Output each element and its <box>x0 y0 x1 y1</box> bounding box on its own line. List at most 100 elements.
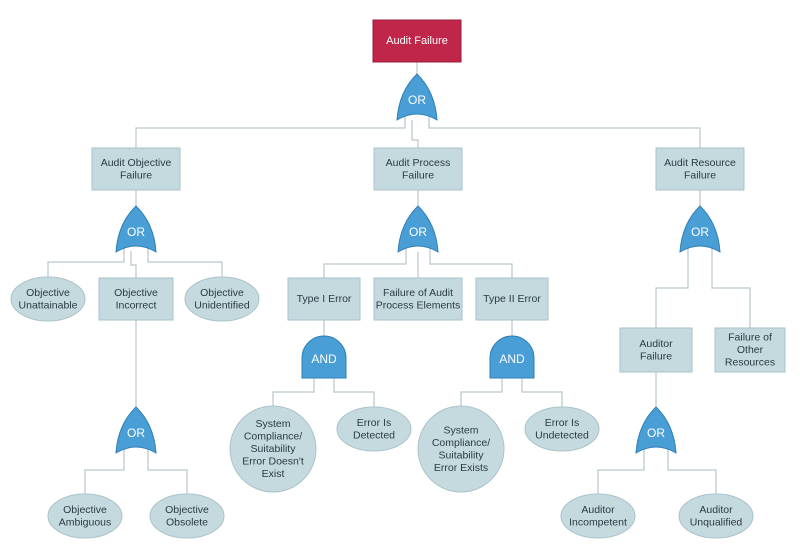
objective-incorrect-label-line: Incorrect <box>116 299 157 311</box>
connector-gate-and-type-ii-to-error-is-undetected <box>521 378 563 407</box>
type-ii-error-node[interactable]: Type II Error <box>475 277 549 321</box>
gate-or-incorrect-gate[interactable]: OR <box>115 406 157 454</box>
failure-other-resources-label-line: Resources <box>725 357 775 369</box>
gate-or-process-label: OR <box>409 225 427 239</box>
type-ii-error-shape <box>475 277 549 321</box>
audit-process-failure-label-line: Failure <box>402 169 434 181</box>
error-is-undetected-shape <box>524 406 600 452</box>
connector-gate-or-auditor-to-auditor-unqualified <box>667 449 717 494</box>
gate-and-type-i-gate[interactable]: AND <box>301 335 347 379</box>
gate-or-objective-gate[interactable]: OR <box>115 205 157 253</box>
audit-objective-failure-shape <box>91 147 181 191</box>
type-i-error-label-line: Type I Error <box>297 293 352 305</box>
failure-audit-process-elements-label-line: Failure of Audit <box>383 287 453 299</box>
gate-or-top-gate[interactable]: OR <box>396 73 438 121</box>
auditor-failure-label-line: Failure <box>640 350 672 362</box>
gate-or-auditor-gate[interactable]: OR <box>635 406 677 454</box>
audit-process-failure-label-line: Audit Process <box>386 157 451 169</box>
system-compliance-exists-label-line: Compliance/ <box>432 437 490 449</box>
objective-unattainable-label-line: Objective <box>26 287 70 299</box>
objective-ambiguous-label-line: Objective <box>63 504 107 516</box>
objective-incorrect-shape <box>98 277 174 321</box>
audit-process-failure-shape <box>373 147 463 191</box>
type-ii-error-label: Type II Error <box>483 293 541 305</box>
connector-gate-or-process-to-type-i-error <box>323 248 407 278</box>
failure-audit-process-elements-label-line: Process Elements <box>376 299 461 311</box>
objective-unidentified-label-line: Unidentified <box>194 299 250 311</box>
connectors-layer <box>47 62 751 494</box>
gate-or-resource-label: OR <box>691 225 709 239</box>
gate-or-resource-label-line: OR <box>691 225 709 239</box>
gate-or-resource-gate[interactable]: OR <box>679 205 721 253</box>
audit-objective-failure-label-line: Failure <box>120 169 152 181</box>
connector-gate-or-top-to-audit-process-failure <box>411 120 419 148</box>
type-i-error-node[interactable]: Type I Error <box>287 277 361 321</box>
error-is-detected-label-line: Detected <box>353 429 395 441</box>
connector-gate-or-incorrect-to-objective-ambiguous <box>84 449 125 494</box>
system-compliance-exists-shape <box>417 405 505 493</box>
objective-obsolete-label-line: Obsolete <box>166 516 208 528</box>
objective-unattainable-shape <box>10 276 86 322</box>
or-gate-icon <box>396 73 438 121</box>
type-i-error-shape <box>287 277 361 321</box>
connector-gate-and-type-ii-to-system-compliance-exists <box>460 378 503 406</box>
connector-gate-or-top-to-audit-resource-failure <box>428 116 701 148</box>
type-i-error-label: Type I Error <box>297 293 352 305</box>
or-gate-icon <box>115 205 157 253</box>
connector-gate-or-incorrect-to-objective-obsolete <box>147 449 188 494</box>
gate-and-type-ii-gate[interactable]: AND <box>489 335 535 379</box>
gate-or-top-label-line: OR <box>408 93 426 107</box>
or-gate-icon <box>679 205 721 253</box>
failure-audit-process-elements-shape <box>373 277 463 321</box>
audit-failure-label: Audit Failure <box>386 35 448 47</box>
gate-or-top-label: OR <box>408 93 426 107</box>
auditor-incompetent-shape <box>560 493 636 539</box>
connector-gate-or-objective-to-objective-unattainable <box>47 248 125 277</box>
audit-resource-failure-label-line: Failure <box>684 169 716 181</box>
gate-or-objective-label-line: OR <box>127 225 145 239</box>
gate-or-process-gate[interactable]: OR <box>397 205 439 253</box>
connector-gate-or-resource-to-failure-other-resources <box>711 248 751 328</box>
system-compliance-not-exist-shape <box>229 405 317 493</box>
audit-failure-node[interactable]: Audit Failure <box>372 19 462 63</box>
gate-or-auditor-label: OR <box>647 426 665 440</box>
objective-obsolete-shape <box>149 493 225 539</box>
and-gate-icon <box>489 335 535 379</box>
connector-gate-or-top-to-audit-objective-failure <box>135 116 406 148</box>
system-compliance-not-exist-label-line: Error Doesn't <box>242 456 304 468</box>
error-is-undetected-label-line: Error Is <box>545 417 579 429</box>
gate-and-type-ii-label-line: AND <box>499 352 525 366</box>
audit-resource-failure-shape <box>655 147 745 191</box>
and-gate-icon <box>301 335 347 379</box>
connector-gate-or-resource-to-auditor-failure <box>655 248 689 328</box>
error-is-undetected-label-line: Undetected <box>535 429 589 441</box>
or-gate-icon <box>115 406 157 454</box>
